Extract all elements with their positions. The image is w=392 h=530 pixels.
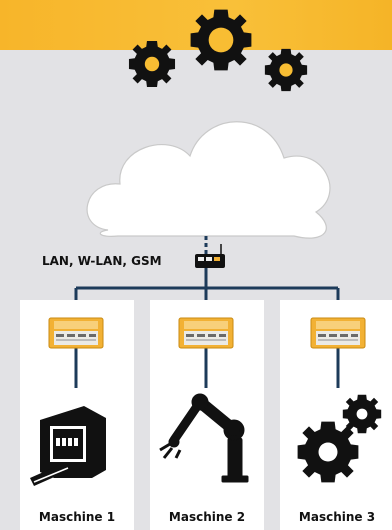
controller-device-icon [310, 317, 366, 349]
cloud-icon [86, 121, 331, 239]
machine-2-graphic [159, 317, 249, 483]
gear-icon-right [264, 48, 308, 92]
gear-icon-left [128, 40, 176, 88]
machine-card-1: Maschine 1 [20, 300, 134, 530]
gears-icon [297, 394, 382, 483]
gateway-router-icon [195, 244, 225, 268]
conveyor-machine-icon [30, 406, 106, 486]
robot-arm-icon [159, 393, 249, 483]
machine-1-graphic [30, 317, 106, 486]
machine-3-graphic [297, 317, 382, 483]
controller-device-icon [178, 317, 234, 349]
machine-label-1: Maschine 1 [38, 510, 116, 524]
gear-icon-center [190, 9, 252, 71]
controller-device-icon [48, 317, 104, 349]
machine-label-3: Maschine 3 [298, 510, 376, 524]
machine-card-3: Maschine 3 [280, 300, 392, 530]
network-types-label: LAN, W-LAN, GSM [42, 254, 162, 268]
machine-card-2: Maschine 2 [150, 300, 264, 530]
machine-label-2: Maschine 2 [168, 510, 246, 524]
